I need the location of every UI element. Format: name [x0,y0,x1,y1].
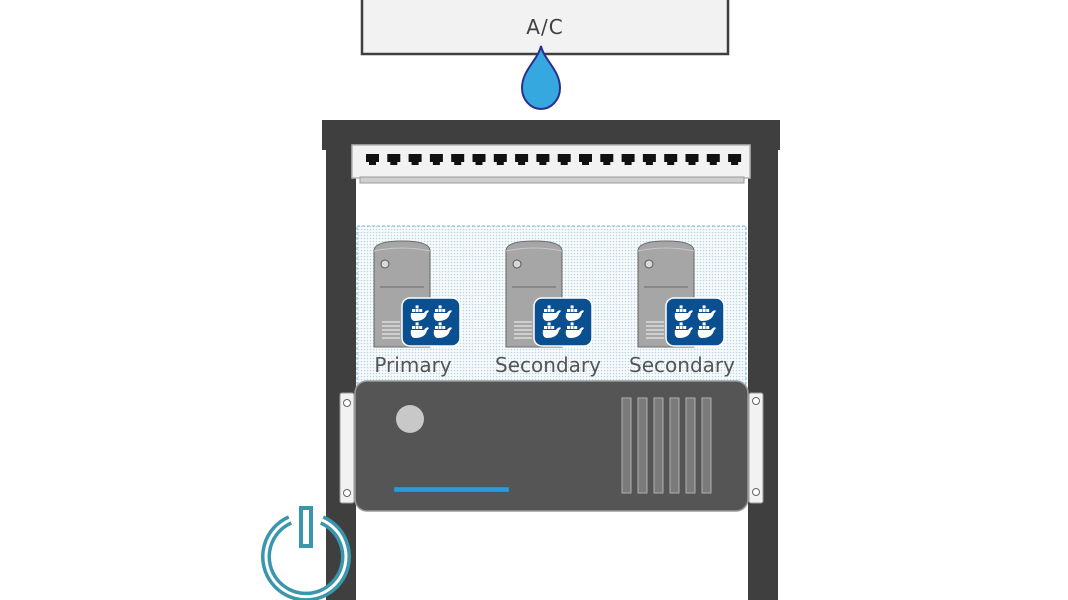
docker-whale-icon [433,322,452,338]
patch-port [387,154,401,165]
patch-port [728,154,742,165]
patch-port [408,154,422,165]
rack-ear-right [748,392,764,504]
vent-slot [685,397,696,494]
status-led-bar [393,486,510,493]
docker-whale-icon [697,305,716,321]
chassis-vents [621,397,712,494]
cluster-nodes: Primary Secondary Secondary [373,240,735,377]
patch-port [621,154,635,165]
chassis-button [396,405,424,433]
patch-port [685,154,699,165]
docker-whale-icon [697,322,716,338]
cluster-node-label: Secondary [629,353,735,377]
cluster-node: Primary [373,240,461,377]
vent-slot [653,397,664,494]
patch-port [493,154,507,165]
docker-whale-icon [674,322,693,338]
docker-whale-icon [565,322,584,338]
patch-port [579,154,592,165]
patch-port [366,154,379,165]
rack-frame [322,120,780,600]
docker-icon [665,297,725,347]
docker-whale-icon [410,305,429,321]
vent-slot [701,397,712,494]
patch-panel-icon [366,154,742,165]
docker-whale-icon [410,322,429,338]
patch-port [429,154,443,165]
patch-port [664,154,678,165]
patch-port [706,154,720,165]
cluster-node-label: Primary [374,353,451,377]
docker-whale-icon [542,322,561,338]
vent-slot [669,397,680,494]
patch-port [451,154,465,165]
patch-port [557,154,571,165]
docker-icon [401,297,461,347]
ac-unit-label: A/C [526,15,563,39]
power-icon [261,506,351,600]
patch-panel [351,144,751,184]
cluster-node: Secondary [629,240,735,377]
vent-slot [621,397,632,494]
patch-port [515,154,529,165]
docker-whale-icon [674,305,693,321]
docker-whale-icon [542,305,561,321]
patch-port [536,154,550,165]
cluster-node: Secondary [495,240,601,377]
rack-server-chassis [339,380,764,512]
water-drop-icon [520,45,562,110]
rack-ear-left [339,392,355,504]
docker-icon [533,297,593,347]
cluster-node-label: Secondary [495,353,601,377]
patch-port [642,154,656,165]
docker-whale-icon [565,305,584,321]
ac-unit: A/C [360,0,730,56]
patch-port [600,154,614,165]
vent-slot [637,397,648,494]
patch-port [472,154,486,165]
docker-whale-icon [433,305,452,321]
